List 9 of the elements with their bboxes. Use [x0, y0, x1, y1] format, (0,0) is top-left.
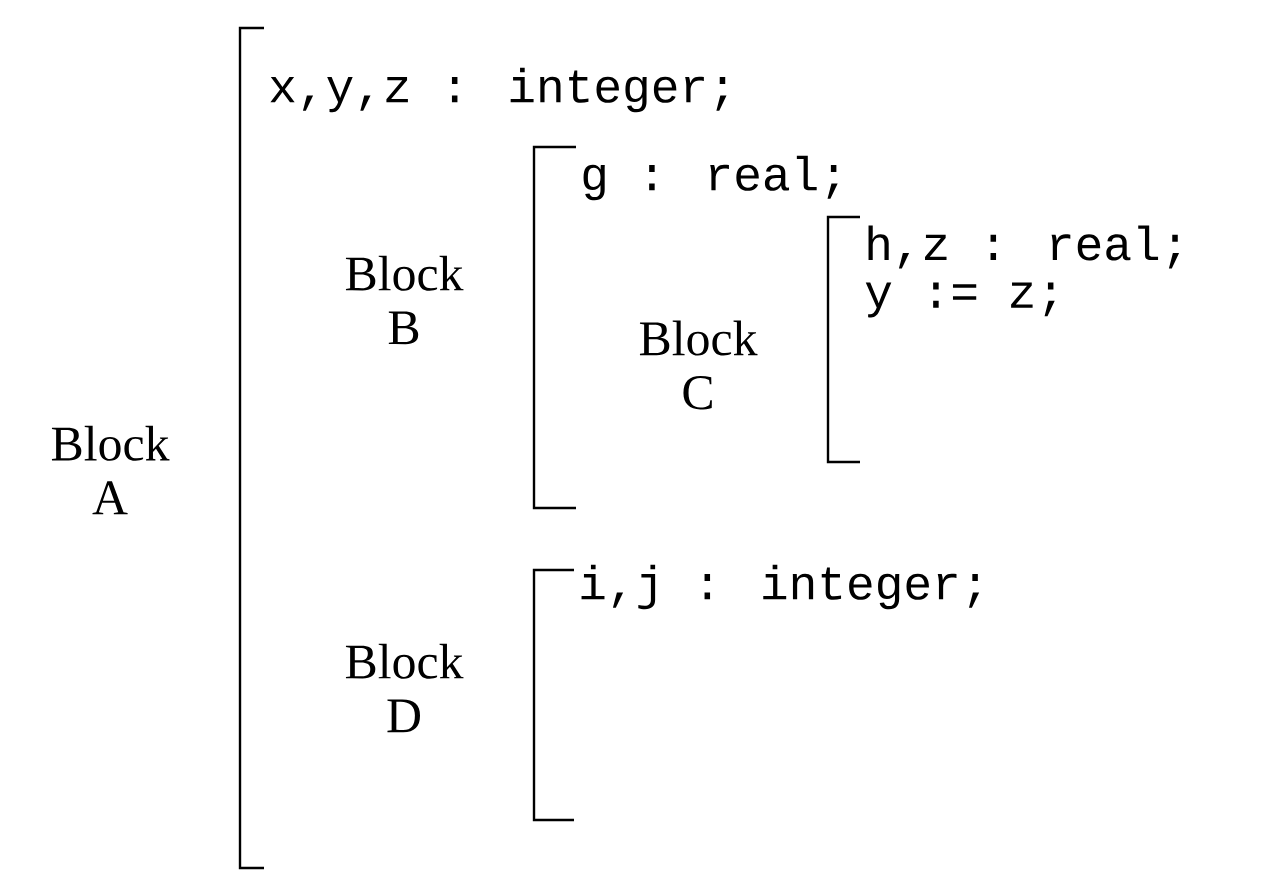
block-label: Block B [345, 255, 464, 345]
code-line: y := z; [865, 282, 1055, 318]
code-line: g : real; [583, 155, 838, 201]
code-line: i,j : integer; [581, 564, 980, 610]
block-label: Block C [639, 320, 758, 410]
block-label: Block D [345, 643, 464, 733]
block-label: Block A [51, 425, 170, 515]
code-line: x,y,z : integer; [270, 67, 727, 113]
code-line: h,z : real; [868, 225, 1180, 269]
